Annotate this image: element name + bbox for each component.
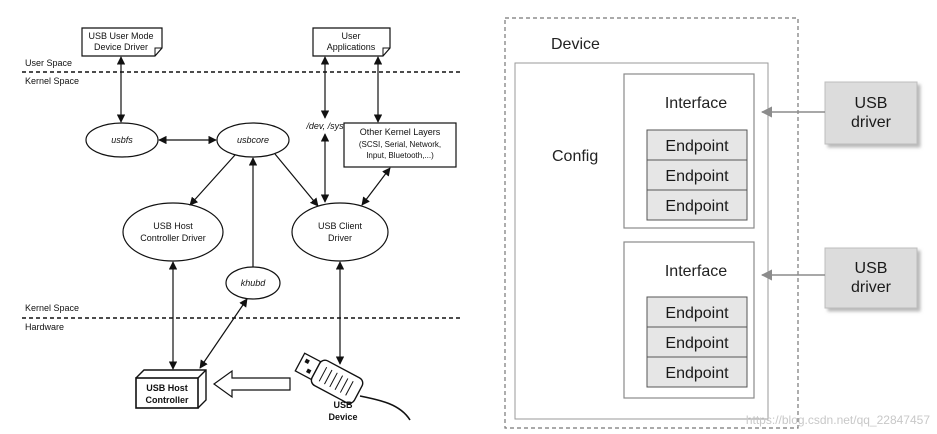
user-space-label: User Space: [25, 58, 72, 68]
endpoint: Endpoint: [646, 129, 748, 161]
endpoint: Endpoint: [646, 189, 748, 221]
stack-edges: [116, 56, 391, 370]
usb-host-controller-driver-node: USB Host Controller Driver: [122, 202, 224, 262]
usb-host-controller-node: USB Host Controller: [135, 369, 207, 409]
endpoint-label: Endpoint: [665, 365, 729, 382]
interface-2-label: Interface: [665, 263, 727, 280]
watermark-text: https://blog.csdn.net/qq_22847457: [746, 413, 930, 427]
user-applications-node: User Applications: [312, 27, 391, 57]
other-kernel-layers-line1: Other Kernel Layers: [360, 127, 441, 137]
usb-client-driver-node: USB Client Driver: [291, 202, 389, 262]
edge-usbcore-hcd: [189, 154, 236, 206]
usbcore-node: usbcore: [216, 122, 290, 158]
user-mode-driver-line2: Device Driver: [94, 42, 148, 52]
endpoint-label: Endpoint: [665, 198, 729, 215]
usb-device-line1: USB: [333, 400, 353, 410]
usb-driver-1-line2: driver: [851, 114, 892, 131]
usb-driver-2-line2: driver: [851, 279, 892, 296]
kernel-space-top-label: Kernel Space: [25, 76, 79, 86]
interface-1-label: Interface: [665, 95, 727, 112]
usbfs-node: usbfs: [85, 122, 159, 158]
edge-usbcore-client: [274, 153, 319, 207]
hardware-label: Hardware: [25, 322, 64, 332]
device-label: Device: [551, 36, 600, 53]
endpoint-label: Endpoint: [665, 335, 729, 352]
usb-device-plug-icon: [294, 352, 411, 421]
usb-driver-2-line1: USB: [855, 260, 888, 277]
user-applications-line1: User: [341, 31, 360, 41]
endpoint: Endpoint: [646, 296, 748, 328]
other-kernel-layers-line2: (SCSI, Serial, Network,: [359, 140, 441, 149]
usb-device-line2: Device: [328, 412, 357, 422]
other-kernel-layers-node: Other Kernel Layers (SCSI, Serial, Netwo…: [343, 122, 457, 168]
usb-descriptor-diagram: Device Config Interface Endpoint Endpoin…: [504, 17, 918, 429]
interface-1-box: Interface Endpoint Endpoint Endpoint: [623, 73, 755, 229]
usb-driver-1-line1: USB: [855, 95, 888, 112]
host-controller-line1: USB Host: [146, 383, 188, 393]
dev-sys-label: /dev, /sys: [305, 121, 344, 131]
usb-driver-1-box: USB driver: [824, 81, 918, 145]
endpoint-label: Endpoint: [665, 168, 729, 185]
khubd-label: khubd: [241, 278, 267, 288]
hcd-line2: Controller Driver: [140, 233, 206, 243]
usbfs-label: usbfs: [111, 135, 133, 145]
client-driver-line1: USB Client: [318, 221, 363, 231]
device-to-controller-arrow: [212, 369, 291, 399]
endpoint-label: Endpoint: [665, 305, 729, 322]
hcd-line1: USB Host: [153, 221, 193, 231]
edge-client-otherlayers: [361, 167, 391, 206]
user-applications-line2: Applications: [327, 42, 376, 52]
client-driver-line2: Driver: [328, 233, 352, 243]
usb-user-mode-driver-node: USB User Mode Device Driver: [81, 27, 163, 57]
usb-driver-2-box: USB driver: [824, 247, 918, 309]
user-mode-driver-line1: USB User Mode: [88, 31, 153, 41]
other-kernel-layers-line3: Input, Bluetooth,...): [366, 151, 434, 160]
config-label: Config: [552, 148, 598, 165]
kernel-space-bottom-label: Kernel Space: [25, 303, 79, 313]
endpoint-label: Endpoint: [665, 138, 729, 155]
khubd-node: khubd: [225, 266, 281, 300]
usbcore-label: usbcore: [237, 135, 269, 145]
interface-2-box: Interface Endpoint Endpoint Endpoint: [623, 241, 755, 399]
usb-stack-diagram: User Space Kernel Space Kernel Space Har…: [22, 27, 460, 422]
endpoint: Endpoint: [646, 159, 748, 191]
host-controller-line2: Controller: [145, 395, 188, 405]
edge-khubd-hostcontroller: [199, 298, 248, 369]
endpoint: Endpoint: [646, 356, 748, 388]
endpoint: Endpoint: [646, 326, 748, 358]
